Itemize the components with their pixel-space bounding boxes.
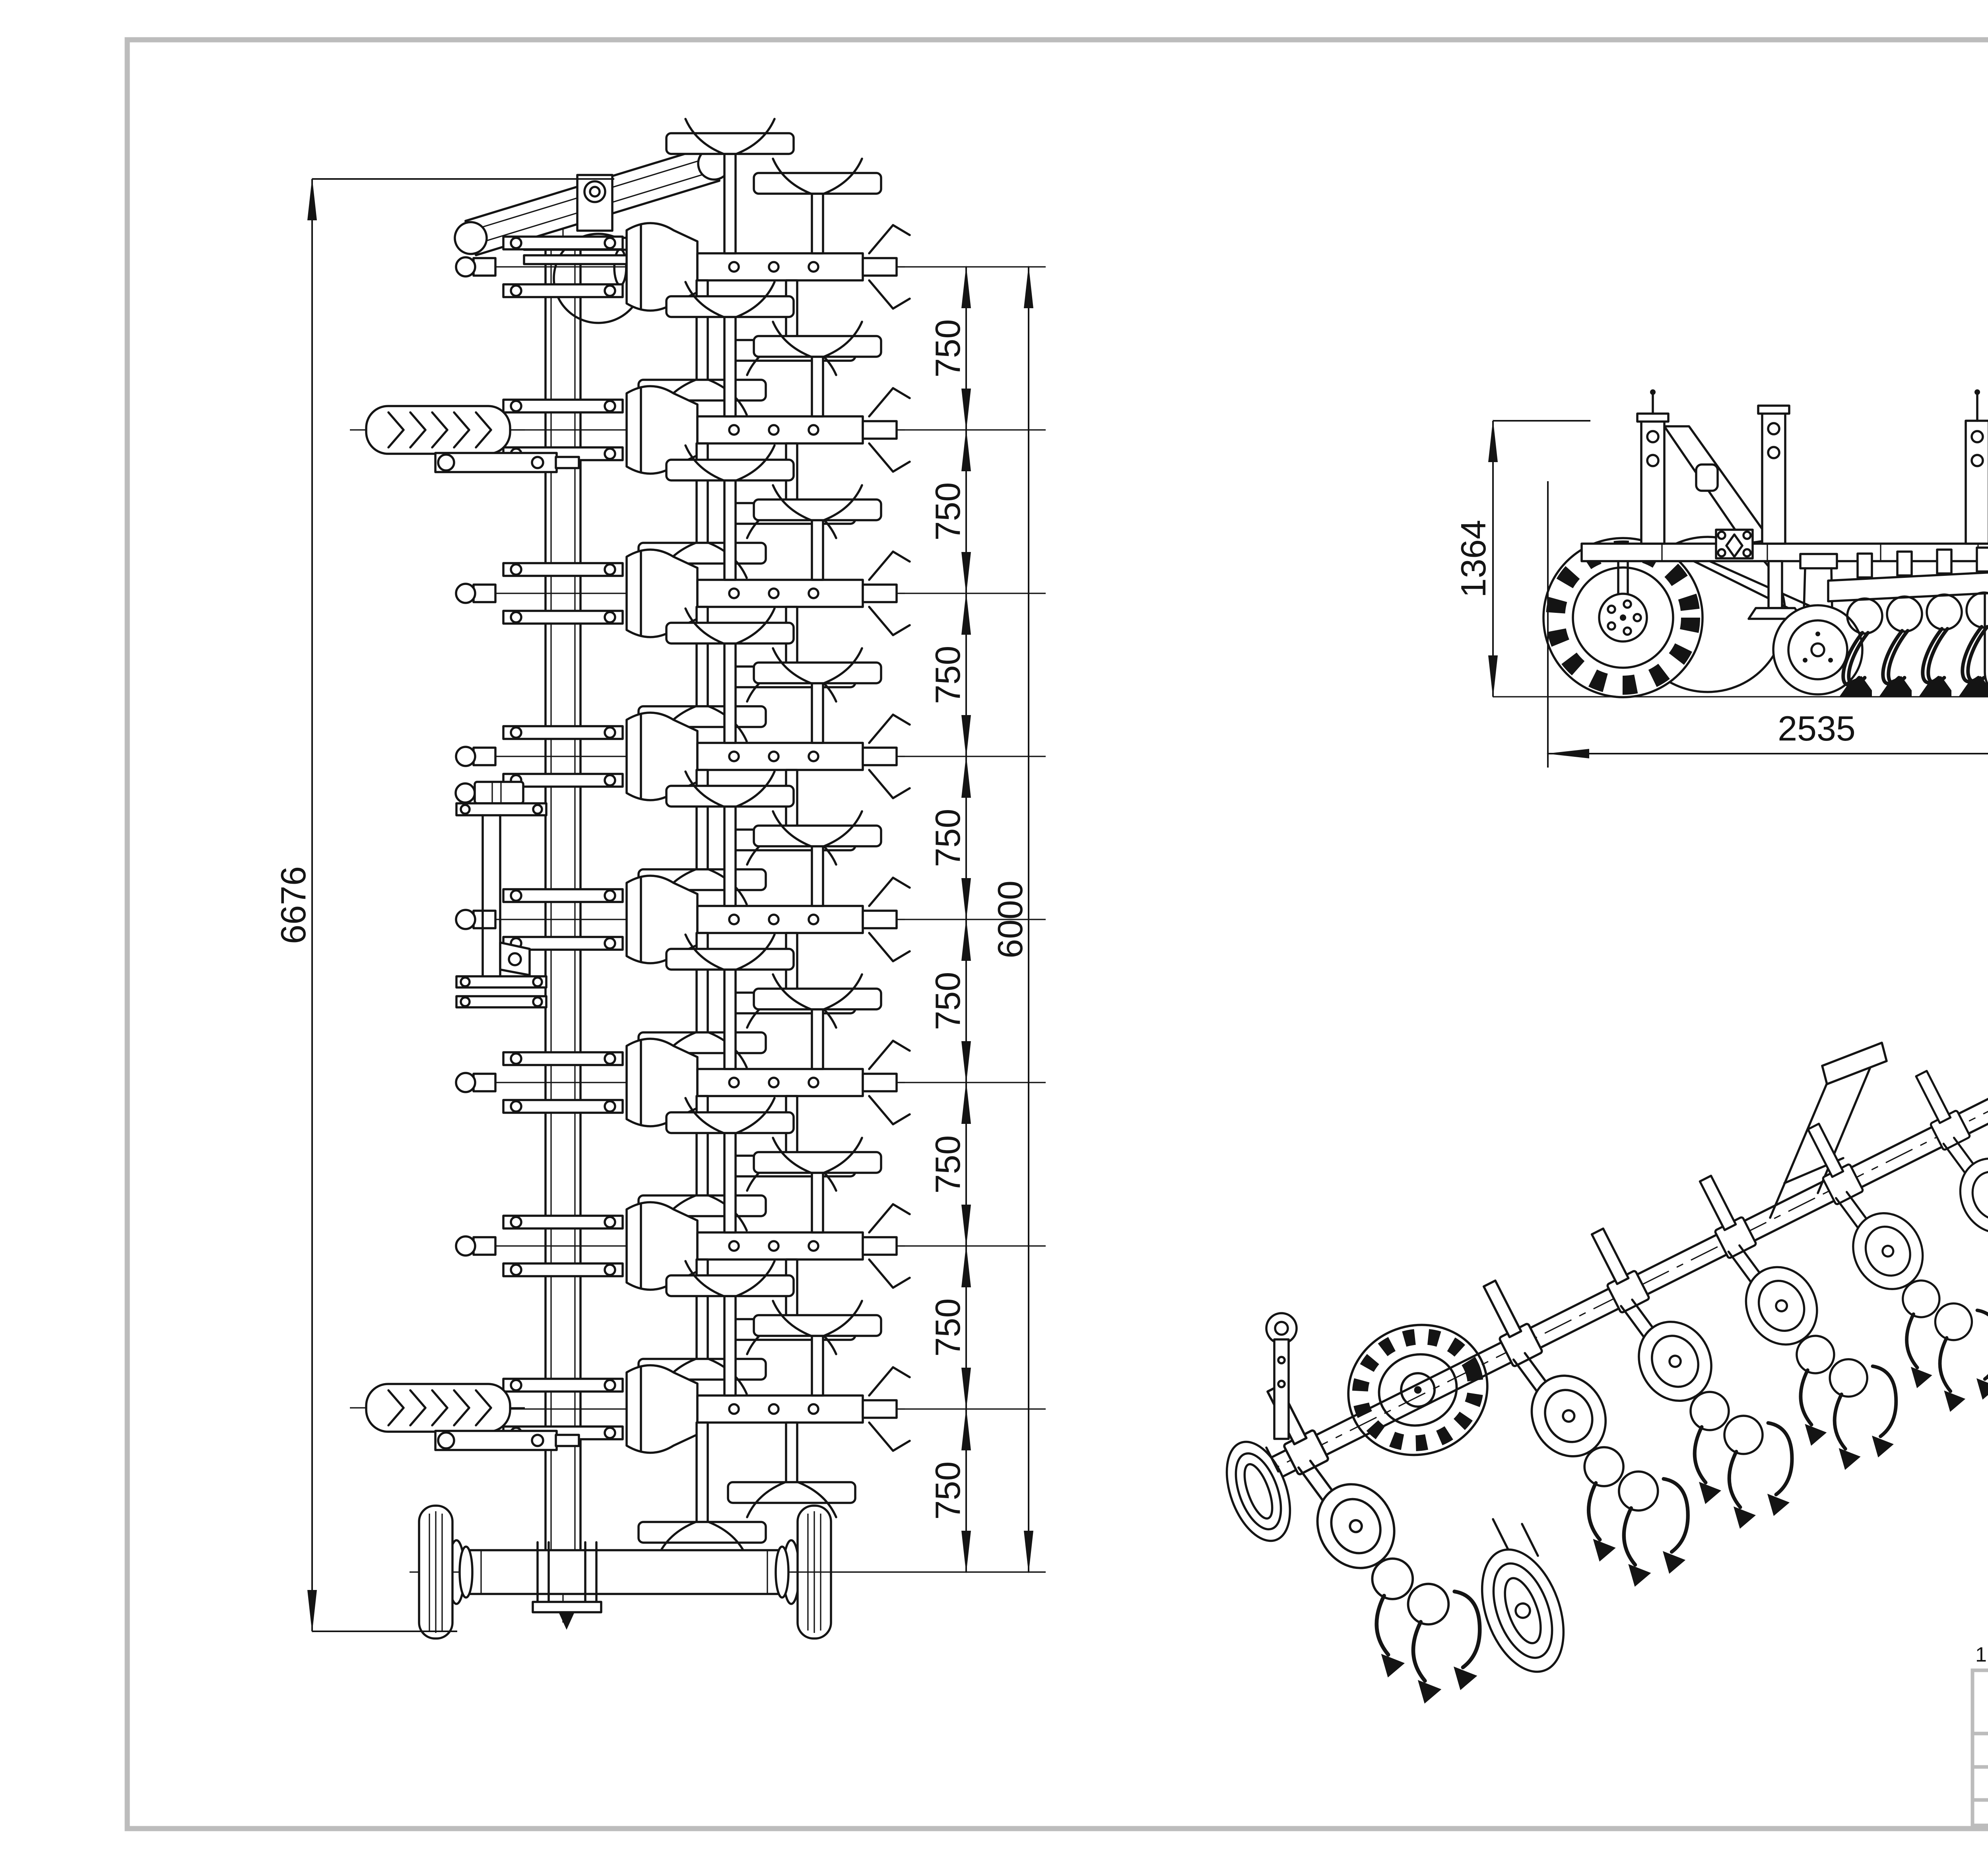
iso-view bbox=[1225, 1042, 1988, 1704]
dim-row-span-label: 6000 bbox=[990, 880, 1030, 958]
general-note: 1. Possible dimensional deviations accor… bbox=[1975, 1643, 1988, 1666]
title-block-border bbox=[1971, 1668, 1988, 1827]
dim-row-span: 6000 bbox=[990, 265, 1033, 1574]
general-note-text: 1. Possible dimensional deviations accor… bbox=[1975, 1643, 1988, 1666]
plan-view: 6676 750 750 750 750 750 750 750 750 600… bbox=[274, 119, 1046, 1640]
gauge-tire-front bbox=[350, 406, 580, 473]
row-unit-4 bbox=[456, 608, 910, 904]
dim-row-spacing-label-7: 750 bbox=[928, 1298, 967, 1357]
side-tine-4 bbox=[1959, 546, 1988, 697]
dim-overall-length: 6676 bbox=[274, 177, 614, 1633]
dim-row-spacing-label-1: 750 bbox=[928, 319, 967, 378]
iso-support-wheel-left bbox=[1225, 1440, 1291, 1542]
dim-row-spacing-label-8: 750 bbox=[928, 1462, 967, 1520]
dim-overall-length-label: 6676 bbox=[274, 866, 313, 944]
row-unit-8 bbox=[456, 1261, 910, 1557]
dim-row-spacing-label-4: 750 bbox=[928, 809, 967, 867]
side-tine-bar bbox=[1827, 546, 1988, 697]
side-tine-3 bbox=[1919, 548, 1963, 697]
dim-row-spacing-label-5: 750 bbox=[928, 972, 967, 1030]
dim-row-spacing-chain: 750 750 750 750 750 750 750 750 bbox=[791, 265, 1046, 1574]
iso-left-marker-post bbox=[1265, 1312, 1298, 1440]
row-unit-7 bbox=[456, 1098, 910, 1394]
dim-row-spacing-label-3: 750 bbox=[928, 646, 967, 704]
side-gauge-wheel bbox=[1772, 553, 1864, 696]
row-unit-3 bbox=[456, 445, 910, 741]
sheet-border bbox=[124, 37, 1988, 1831]
side-tine-2 bbox=[1879, 550, 1923, 697]
toolbar bbox=[544, 215, 582, 1623]
side-view: 1364 2535 bbox=[1454, 389, 1988, 768]
iso-tire-left bbox=[1330, 1306, 1506, 1475]
title-block: WGAgro WG 0002.601 Mass: 1108.99 Materia… bbox=[1971, 1668, 1988, 1827]
iso-support-wheel-right bbox=[1481, 1518, 1565, 1673]
mid-bracket bbox=[454, 781, 547, 1009]
iso-hitch-frame bbox=[1769, 1042, 1888, 1219]
side-frame bbox=[1580, 389, 1988, 631]
dim-overall-width: 2535 bbox=[1546, 481, 1988, 768]
dim-overall-height-label: 1364 bbox=[1454, 520, 1493, 598]
dim-overall-height: 1364 bbox=[1454, 419, 1590, 698]
gauge-tire-rear bbox=[350, 1384, 580, 1451]
dim-row-spacing-label-6: 750 bbox=[928, 1135, 967, 1194]
side-tine-1 bbox=[1839, 552, 1883, 697]
dim-row-spacing-label-2: 750 bbox=[928, 482, 967, 541]
dim-overall-width-label: 2535 bbox=[1778, 709, 1856, 748]
